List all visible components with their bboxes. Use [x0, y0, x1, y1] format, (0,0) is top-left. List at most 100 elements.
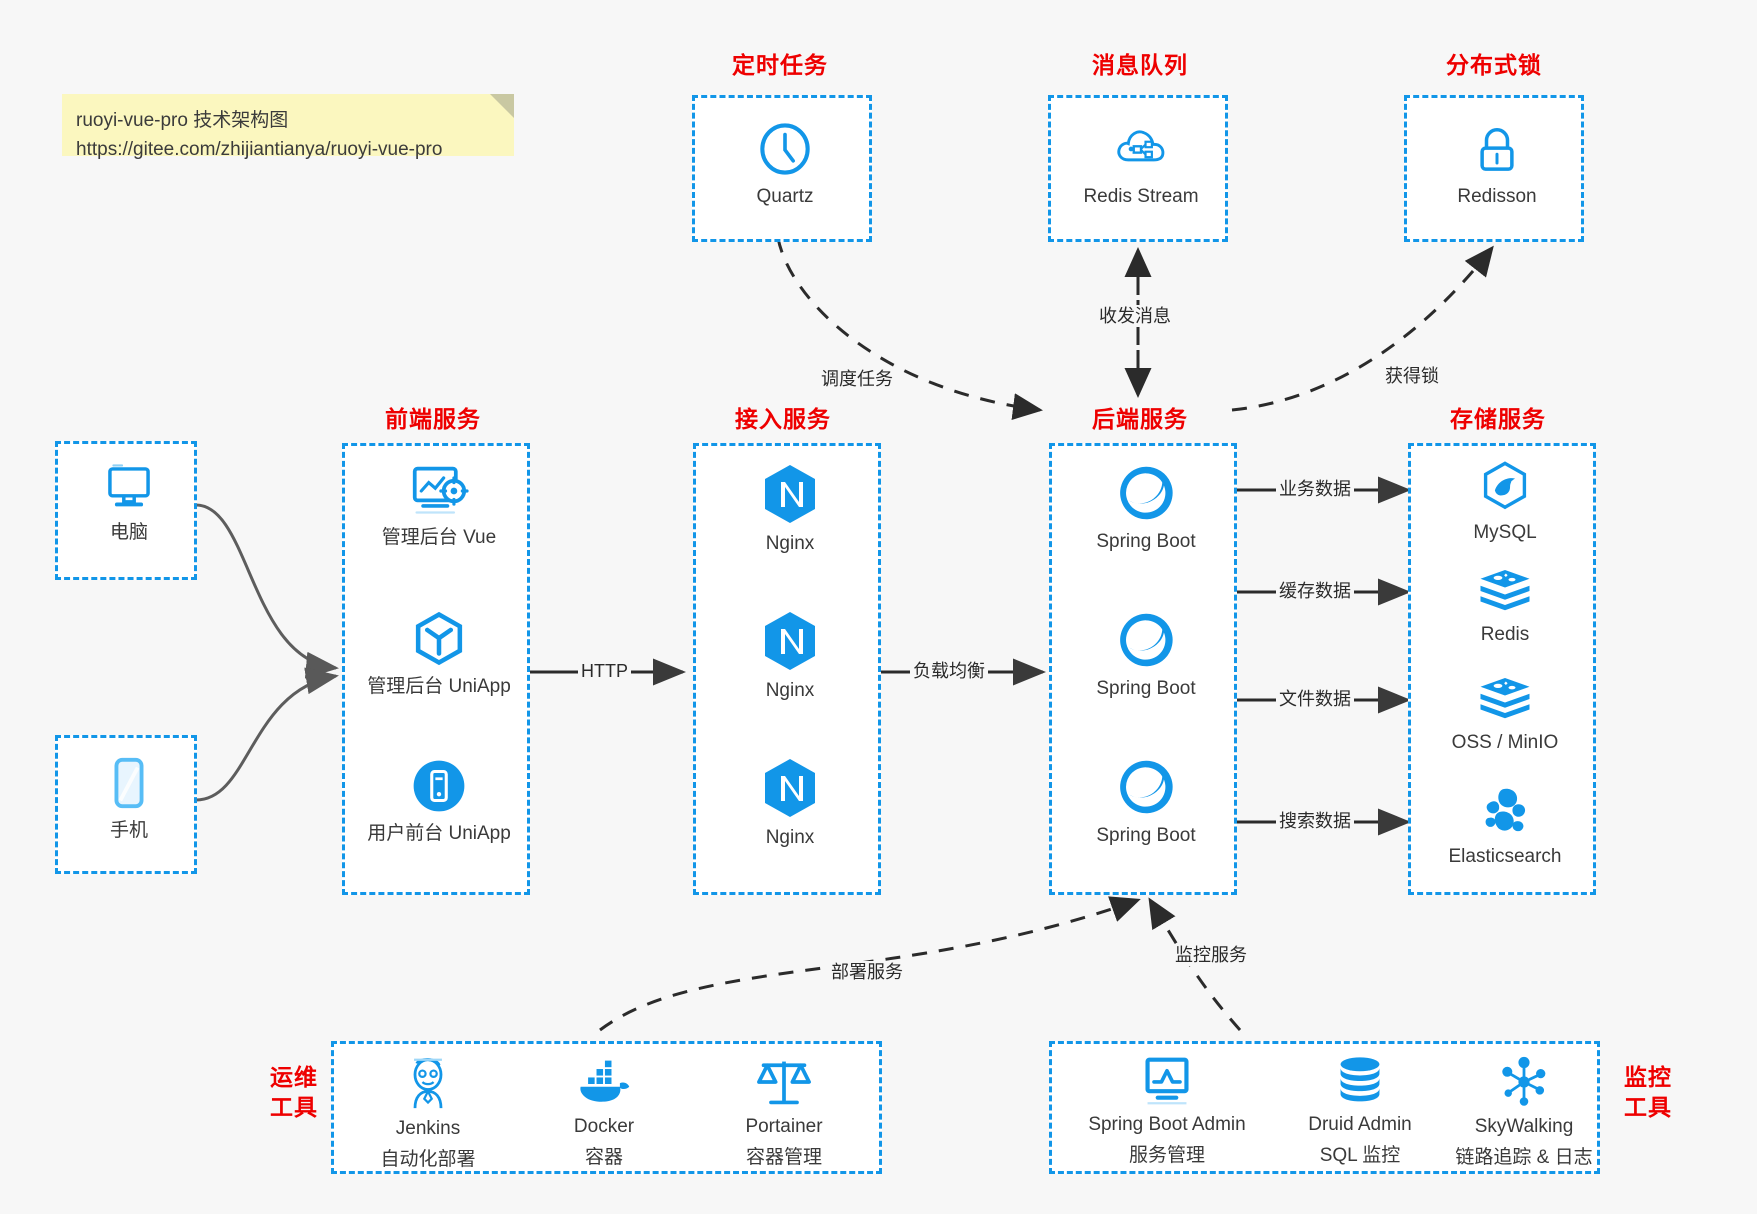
node-desktop[interactable]: 电脑	[58, 462, 200, 545]
node-user-uniapp[interactable]: 用户前台 UniApp	[345, 757, 533, 846]
note-fold-corner	[490, 94, 514, 118]
box-monitor-tools: Spring Boot Admin 服务管理 Druid Admin SQL 监…	[1049, 1041, 1600, 1174]
node-spring-boot-3[interactable]: Spring Boot	[1052, 757, 1240, 848]
elasticsearch-icon	[1485, 788, 1526, 832]
jenkins-butler-icon	[413, 1058, 443, 1109]
note-line-1: ruoyi-vue-pro 技术架构图	[76, 110, 289, 131]
node-docker[interactable]: Docker 容器	[524, 1060, 684, 1171]
nginx-icon	[765, 612, 815, 670]
node-sublabel: 容器	[584, 1147, 623, 1168]
node-label: Nginx	[765, 827, 815, 848]
node-nginx-2[interactable]: Nginx	[696, 610, 884, 703]
node-quartz[interactable]: Quartz	[695, 120, 875, 209]
spring-leaf-icon	[1120, 466, 1173, 520]
node-label: Nginx	[765, 680, 815, 701]
group-title-monitor-tools: 监控 工具	[1612, 1062, 1684, 1122]
node-label: Jenkins	[395, 1118, 461, 1139]
node-label: 管理后台 UniApp	[367, 676, 511, 697]
node-redis[interactable]: Redis	[1411, 566, 1599, 647]
node-jenkins[interactable]: Jenkins 自动化部署	[348, 1056, 508, 1173]
edge-label-acquire-lock: 获得锁	[1382, 365, 1442, 387]
node-label: Redis Stream	[1083, 186, 1199, 207]
edge-label-file-data: 文件数据	[1276, 688, 1354, 710]
node-sublabel: 服务管理	[1128, 1145, 1205, 1166]
node-label: 手机	[109, 820, 148, 841]
nginx-icon	[765, 465, 815, 523]
group-title-frontend-service: 前端服务	[385, 406, 481, 432]
box-storage-service: MySQL Redis OSS / MinIO	[1408, 443, 1596, 895]
group-title-distributed-lock: 分布式锁	[1446, 52, 1542, 78]
node-mysql[interactable]: MySQL	[1411, 460, 1599, 545]
node-label: Druid Admin	[1308, 1114, 1412, 1135]
group-title-access-service: 接入服务	[735, 406, 831, 432]
node-label: 用户前台 UniApp	[367, 823, 511, 844]
node-sublabel: 容器管理	[745, 1147, 822, 1168]
node-label: MySQL	[1473, 522, 1537, 543]
node-label: Spring Boot Admin	[1088, 1114, 1246, 1135]
node-label: Spring Boot	[1096, 531, 1196, 552]
node-label: Redisson	[1457, 186, 1537, 207]
node-elasticsearch[interactable]: Elasticsearch	[1411, 784, 1599, 869]
node-redis-stream[interactable]: Redis Stream	[1051, 120, 1231, 209]
node-portainer[interactable]: Portainer 容器管理	[704, 1056, 864, 1171]
edge-label-search-data: 搜索数据	[1276, 810, 1354, 832]
group-title-monitor-tools-line1: 监控	[1624, 1064, 1672, 1090]
node-label: 管理后台 Vue	[381, 527, 497, 548]
group-title-message-queue: 消息队列	[1092, 52, 1188, 78]
docker-whale-icon	[580, 1060, 630, 1102]
edge-label-schedule-task: 调度任务	[818, 368, 896, 390]
group-title-storage-service: 存储服务	[1450, 406, 1546, 432]
node-nginx-1[interactable]: Nginx	[696, 463, 884, 556]
node-label: SkyWalking	[1474, 1116, 1574, 1137]
node-skywalking[interactable]: SkyWalking 链路追踪 & 日志	[1444, 1056, 1604, 1171]
node-druid-admin[interactable]: Druid Admin SQL 监控	[1280, 1056, 1440, 1169]
node-label: Spring Boot	[1096, 678, 1196, 699]
node-sublabel: 自动化部署	[380, 1149, 476, 1170]
skywalking-node-icon	[1502, 1056, 1546, 1106]
node-mobile[interactable]: 手机	[58, 756, 200, 843]
edge-label-business-data: 业务数据	[1276, 478, 1354, 500]
node-label: Portainer	[745, 1116, 823, 1137]
monitor-chart-icon	[1145, 1057, 1189, 1105]
clock-icon	[760, 123, 810, 175]
node-admin-uniapp[interactable]: 管理后台 UniApp	[345, 610, 533, 699]
group-title-backend-service: 后端服务	[1092, 406, 1188, 432]
box-frontend-service: 管理后台 Vue 管理后台 UniApp 用户前台 UniApp	[342, 443, 530, 895]
uniapp-cube-icon	[415, 611, 463, 666]
mobile-phone-icon	[114, 757, 144, 809]
database-stack-icon	[1340, 1057, 1380, 1102]
node-admin-vue[interactable]: 管理后台 Vue	[345, 463, 533, 550]
box-distributed-lock: Redisson	[1404, 95, 1584, 242]
node-label: Docker	[573, 1116, 635, 1137]
diagram-note: ruoyi-vue-pro 技术架构图 https://gitee.com/zh…	[62, 94, 514, 160]
edge-label-monitor-service: 监控服务	[1172, 944, 1250, 966]
edge-label-http: HTTP	[578, 660, 631, 682]
box-client-mobile: 手机	[55, 735, 197, 874]
node-spring-boot-1[interactable]: Spring Boot	[1052, 463, 1240, 554]
node-label: Quartz	[756, 186, 814, 207]
group-title-monitor-tools-line2: 工具	[1624, 1094, 1672, 1120]
node-oss-minio[interactable]: OSS / MinIO	[1411, 674, 1599, 755]
group-title-ops-tools-line1: 运维	[270, 1064, 318, 1090]
box-message-queue: Redis Stream	[1048, 95, 1228, 242]
node-nginx-3[interactable]: Nginx	[696, 757, 884, 850]
box-scheduled-task: Quartz	[692, 95, 872, 242]
oss-stack-icon	[1480, 678, 1530, 719]
redis-stack-icon	[1480, 570, 1530, 611]
node-redisson[interactable]: Redisson	[1407, 120, 1587, 209]
nginx-icon	[765, 759, 815, 817]
node-label: 电脑	[109, 522, 148, 543]
edge-label-send-receive-message: 收发消息	[1096, 305, 1174, 327]
group-title-ops-tools-line2: 工具	[270, 1094, 318, 1120]
node-label: Elasticsearch	[1448, 846, 1562, 867]
mobile-circle-icon	[413, 760, 465, 812]
node-spring-boot-2[interactable]: Spring Boot	[1052, 610, 1240, 701]
edge-label-load-balance: 负载均衡	[910, 660, 988, 682]
box-ops-tools: Jenkins 自动化部署 Docker 容器	[331, 1041, 882, 1174]
box-client-desktop: 电脑	[55, 441, 197, 580]
node-spring-boot-admin[interactable]: Spring Boot Admin 服务管理	[1058, 1056, 1276, 1169]
box-access-service: Nginx Nginx Nginx	[693, 443, 881, 895]
group-title-ops-tools: 运维 工具	[258, 1062, 330, 1122]
scales-balance-icon	[757, 1061, 811, 1105]
